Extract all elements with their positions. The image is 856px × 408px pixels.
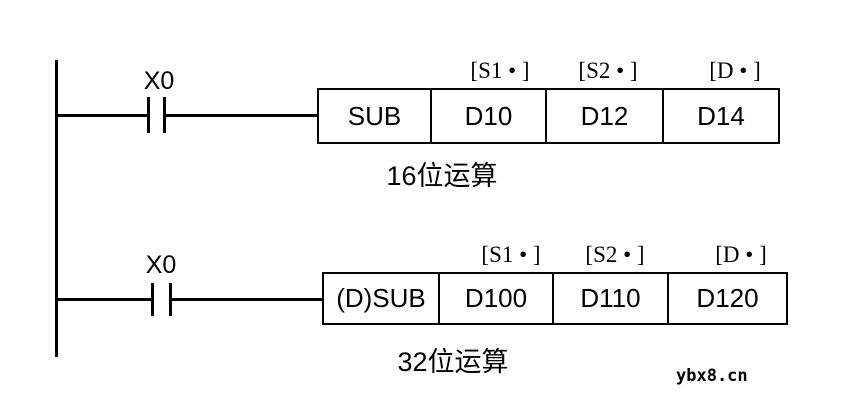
wire-segment	[166, 114, 317, 117]
operand-cell: D14	[662, 90, 778, 142]
operand-cell: D12	[545, 90, 662, 142]
instruction-cell: SUB	[347, 100, 402, 131]
operand-header-s2: [S2 • ]	[578, 58, 638, 83]
operand-cell: D10	[430, 90, 545, 142]
contact-leg-icon	[147, 97, 150, 133]
wire-segment	[55, 114, 147, 117]
operand-header-s1: [S1 • ]	[481, 242, 541, 267]
wire-segment	[172, 298, 322, 301]
operand-header-d: [D • ]	[715, 242, 767, 267]
instruction-block: SUB D10 D12 D14	[317, 88, 780, 144]
operand-header-d: [D • ]	[709, 58, 761, 83]
operand-cell: D110	[552, 274, 667, 323]
contact-leg-icon	[151, 283, 154, 316]
operand-header-s1: [S1 • ]	[470, 58, 530, 83]
contact-label: X0	[143, 67, 175, 95]
caption-32bit: 32位运算	[397, 347, 509, 377]
wire-segment	[55, 298, 151, 301]
instruction-block: (D)SUB D100 D110 D120	[322, 272, 788, 325]
operand-header-s2: [S2 • ]	[585, 242, 645, 267]
contact-leg-icon	[169, 283, 172, 316]
instruction-cell: (D)SUB	[336, 283, 426, 313]
contact-label: X0	[145, 251, 177, 279]
watermark: ybx8.cn	[676, 366, 748, 386]
operand-cell: D120	[667, 274, 786, 323]
contact-leg-icon	[163, 97, 166, 133]
power-rail	[55, 60, 58, 357]
operand-cell: D100	[438, 274, 552, 323]
caption-16bit: 16位运算	[386, 161, 498, 191]
